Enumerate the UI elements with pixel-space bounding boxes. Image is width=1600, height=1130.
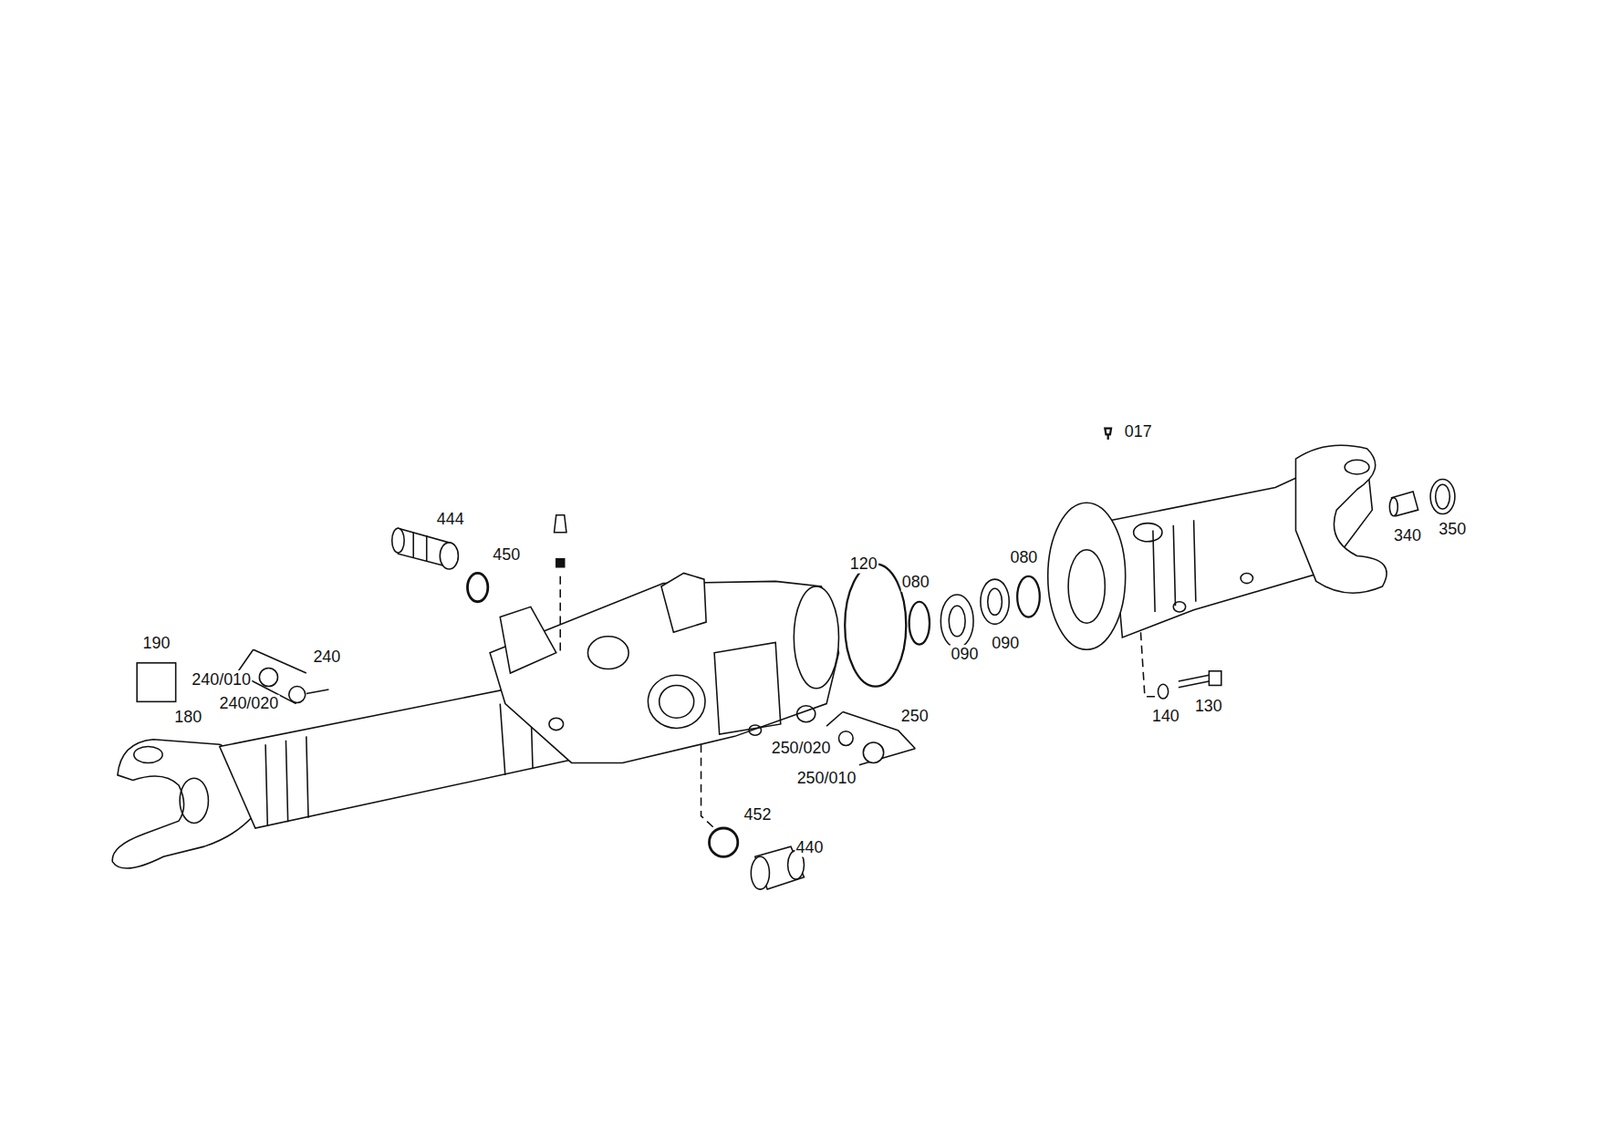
callout-number: 080	[901, 573, 931, 593]
callout-number: 444	[436, 509, 466, 529]
callout-number: 350	[1437, 519, 1467, 539]
callout-number: 120	[849, 555, 879, 574]
callout-number: 340	[1392, 526, 1423, 545]
callout-number: 240/020	[218, 695, 280, 714]
callout-number: 250	[900, 706, 930, 726]
callout-number: 190	[141, 634, 171, 654]
callout-number: 250/020	[770, 738, 832, 758]
callout-number: 140	[1151, 706, 1181, 726]
callout-number: 090	[949, 644, 979, 664]
callout-number: 240/010	[190, 670, 252, 689]
callout-number: 450	[491, 545, 521, 564]
callout-number: 080	[1008, 549, 1039, 568]
callout-number: 440	[794, 839, 824, 858]
callout-number: 250/010	[796, 768, 858, 788]
callout-number: 090	[990, 634, 1020, 654]
callout-number: 452	[742, 806, 772, 825]
callout-number: 240	[311, 647, 342, 666]
callout-number: 017	[1123, 422, 1154, 441]
callout-number: 180	[173, 707, 203, 727]
callout-number: 130	[1194, 696, 1224, 716]
